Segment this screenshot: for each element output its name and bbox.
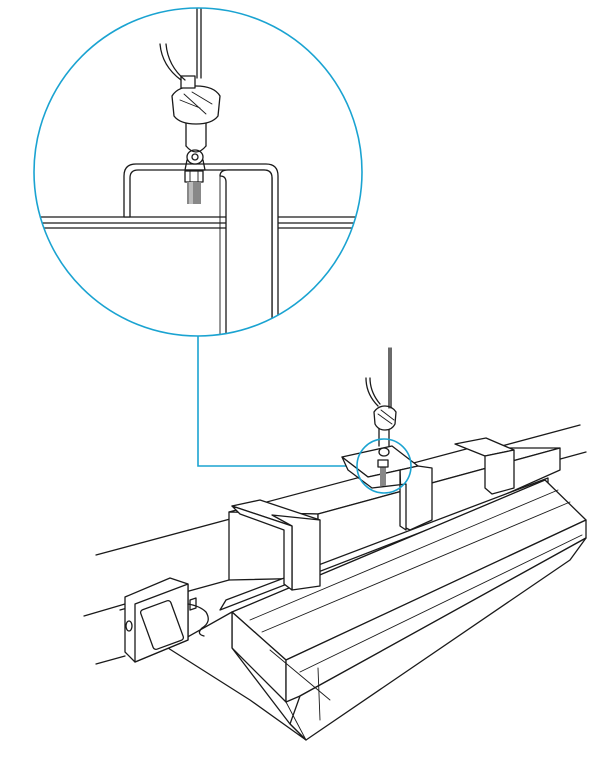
callout-circle — [356, 438, 412, 494]
mounting-bracket-left — [231, 499, 321, 591]
hanging-cable — [388, 347, 392, 409]
eye-bolt — [377, 447, 390, 486]
detail-bracket — [123, 163, 279, 336]
callout-leader-line — [197, 336, 356, 467]
mounting-bracket-right — [454, 437, 515, 495]
detail-eye-bolt — [184, 149, 206, 204]
detail-rail — [34, 216, 362, 229]
detail-cable-gripper — [159, 43, 221, 153]
linear-fixture — [167, 477, 587, 741]
cable-gripper — [365, 377, 397, 447]
detail-hanging-cable — [196, 8, 202, 79]
driver-box — [124, 577, 209, 663]
detail-magnifier — [33, 7, 363, 337]
